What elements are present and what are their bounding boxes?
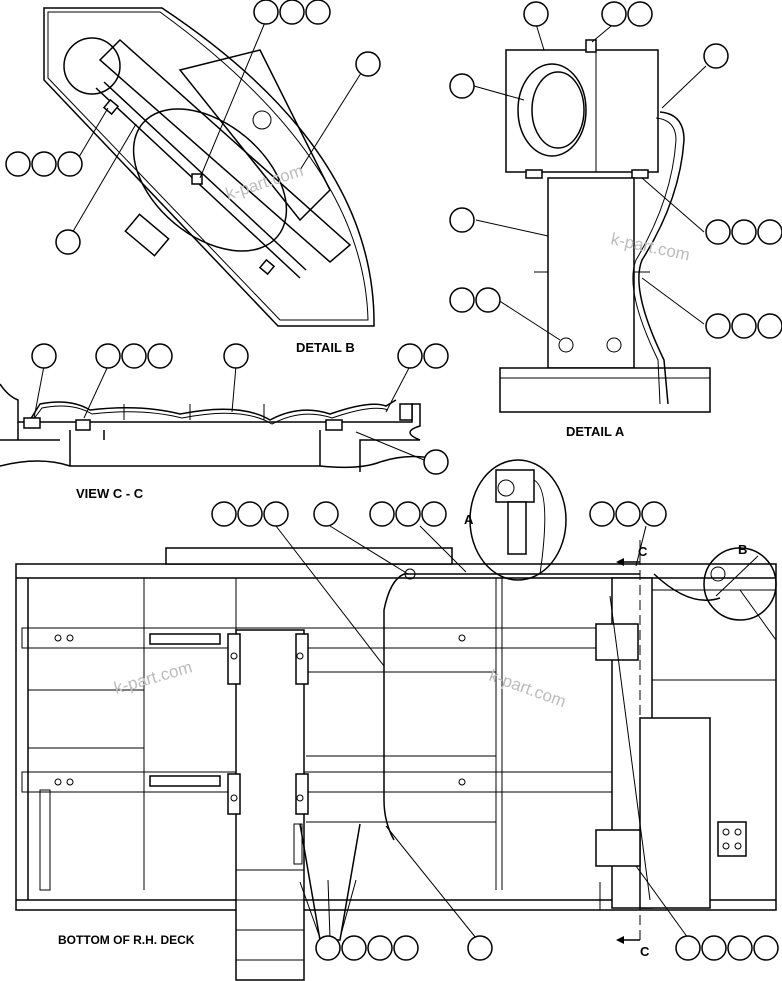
callout-bubble[interactable]: [57, 151, 83, 177]
callout-bubble[interactable]: [305, 0, 331, 25]
callout-bubble[interactable]: [367, 935, 393, 961]
detail-a-title: DETAIL A: [566, 424, 625, 439]
callout-bubble[interactable]: [147, 343, 173, 369]
view-cc-title: VIEW C - C: [76, 486, 144, 501]
section-letter-c-bottom: C: [640, 944, 650, 959]
detail-a-callouts: [449, 1, 782, 341]
callout-bubble[interactable]: [237, 501, 263, 527]
watermark-text: k-part.com: [112, 657, 194, 697]
callout-bubble[interactable]: [421, 501, 447, 527]
callout-bubble[interactable]: [449, 73, 475, 99]
watermark-text: k-part.com: [487, 666, 569, 711]
callout-bubble[interactable]: [523, 1, 549, 27]
callout-bubble[interactable]: [263, 501, 289, 527]
deck-frame: [15, 540, 777, 981]
callout-bubble[interactable]: [615, 501, 641, 527]
detail-a-inset: [469, 459, 567, 581]
watermark-text: k-part.com: [223, 161, 305, 204]
callout-letter-b: B: [738, 542, 747, 557]
callout-bubble[interactable]: [95, 343, 121, 369]
callout-bubble[interactable]: [701, 935, 727, 961]
callout-bubble[interactable]: [253, 0, 279, 25]
detail-a-drawing: [499, 39, 711, 413]
callout-bubble[interactable]: [369, 501, 395, 527]
callout-bubble[interactable]: [121, 343, 147, 369]
callout-bubble[interactable]: [223, 343, 249, 369]
callout-bubble[interactable]: [5, 151, 31, 177]
callout-bubble[interactable]: [727, 935, 753, 961]
callout-bubble[interactable]: [757, 219, 782, 245]
view-cc-callouts: [31, 343, 449, 475]
callout-bubble[interactable]: [449, 287, 475, 313]
callout-bubble[interactable]: [395, 501, 421, 527]
detail-b-callouts: [5, 0, 381, 255]
callout-bubble[interactable]: [423, 449, 449, 475]
callout-bubble[interactable]: [757, 313, 782, 339]
callout-bubble[interactable]: [705, 313, 731, 339]
callout-bubble[interactable]: [397, 343, 423, 369]
detail-b-drawing: [43, 7, 375, 327]
callout-bubble[interactable]: [315, 935, 341, 961]
callout-bubble[interactable]: [423, 343, 449, 369]
callout-bubble[interactable]: [705, 219, 731, 245]
section-letter-c-top: C: [638, 544, 648, 559]
callout-bubble[interactable]: [703, 43, 729, 69]
callout-bubble[interactable]: [675, 935, 701, 961]
callout-bubble[interactable]: [355, 51, 381, 77]
view-cc-drawing: [0, 383, 441, 472]
section-arrows: [616, 558, 640, 944]
deck-title: BOTTOM OF R.H. DECK: [58, 933, 195, 947]
callout-letter-a: A: [464, 512, 474, 527]
callout-bubble[interactable]: [641, 501, 667, 527]
deck-callouts: [211, 501, 779, 961]
callout-bubble[interactable]: [279, 0, 305, 25]
callout-bubble[interactable]: [55, 229, 81, 255]
callout-bubble[interactable]: [313, 501, 339, 527]
callout-bubble[interactable]: [731, 219, 757, 245]
callout-bubble[interactable]: [475, 287, 501, 313]
callout-bubble[interactable]: [211, 501, 237, 527]
callout-bubble[interactable]: [31, 343, 57, 369]
callout-bubble[interactable]: [627, 1, 653, 27]
callout-bubble[interactable]: [731, 313, 757, 339]
callout-bubble[interactable]: [449, 207, 475, 233]
detail-b-inset: [703, 547, 777, 621]
callout-bubble[interactable]: [31, 151, 57, 177]
callout-bubble[interactable]: [393, 935, 419, 961]
callout-bubble[interactable]: [341, 935, 367, 961]
callout-bubble[interactable]: [601, 1, 627, 27]
detail-b-title: DETAIL B: [296, 340, 355, 355]
callout-bubble[interactable]: [753, 935, 779, 961]
callout-bubble[interactable]: [467, 935, 493, 961]
callout-bubble[interactable]: [589, 501, 615, 527]
